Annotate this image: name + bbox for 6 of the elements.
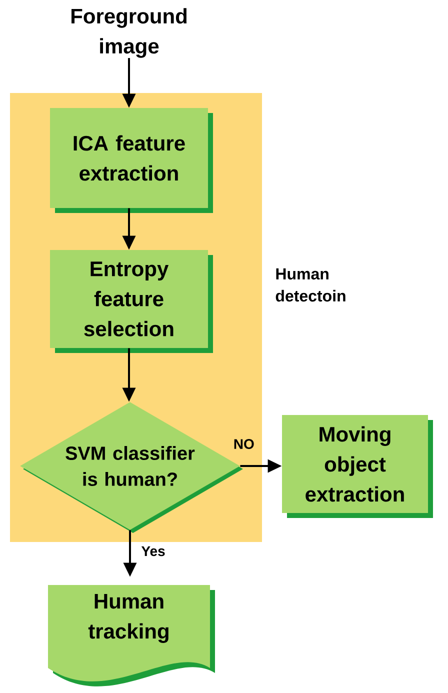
input-label: Foreground image bbox=[72, 8, 187, 58]
process-box: Moving object extraction bbox=[282, 415, 433, 518]
process-box: ICA feature extraction bbox=[50, 108, 213, 213]
node-label: Human detectoin bbox=[276, 268, 346, 302]
process-box: Entropy feature selection bbox=[50, 250, 213, 353]
edge-label: Yes bbox=[141, 546, 165, 556]
